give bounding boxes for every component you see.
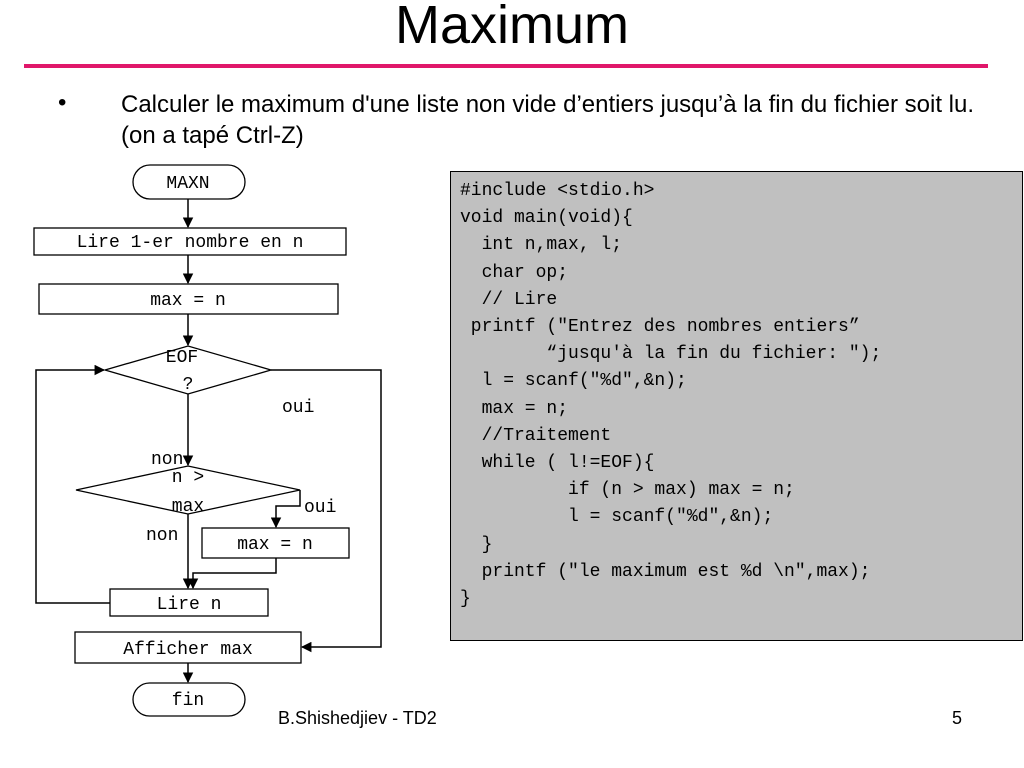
code-panel xyxy=(450,171,1023,641)
init-max-box xyxy=(38,283,339,315)
code-line: int n,max, l; xyxy=(460,235,623,256)
title-underline xyxy=(24,64,988,68)
read-n-label: Lire n xyxy=(157,595,222,615)
connector-update-read xyxy=(187,558,277,590)
compare-label-line2: max xyxy=(172,497,204,517)
compare-label-line1: n > xyxy=(172,468,204,488)
code-listing: #include <stdio.h> void main(void){ int … xyxy=(460,178,881,613)
connector-compare-yes xyxy=(270,490,301,529)
code-line: “jusqu'à la fin du fichier: "); xyxy=(460,344,882,365)
code-line: //Traitement xyxy=(460,425,612,446)
footer-author: B.Shishedjiev - TD2 xyxy=(278,708,437,728)
page-number: 5 xyxy=(952,708,963,728)
problem-statement: Calculer le maximum d'une liste non vide… xyxy=(121,91,974,149)
code-line: void main(void){ xyxy=(460,208,633,229)
code-line: printf ("Entrez des nombres entiers” xyxy=(460,317,860,338)
code-line: #include <stdio.h> xyxy=(460,181,655,201)
code-line: while ( l!=EOF){ xyxy=(460,453,655,474)
code-line: max = n; xyxy=(460,398,569,419)
code-line: } xyxy=(460,534,493,555)
code-line: l = scanf("%d",&n); xyxy=(460,371,687,392)
compare-yes-label: oui xyxy=(304,498,336,518)
code-line: // Lire xyxy=(460,289,558,310)
code-line: printf ("le maximum est %d \n",max); xyxy=(460,561,871,582)
bullet-symbol: • xyxy=(58,89,67,116)
code-line: if (n > max) max = n; xyxy=(460,480,795,501)
eof-yes-label: oui xyxy=(282,398,314,418)
start-terminal xyxy=(132,164,246,200)
start-label: MAXN xyxy=(166,174,209,194)
connector-loop-back xyxy=(35,364,110,604)
eof-label-line1: EOF xyxy=(166,348,198,368)
connector-eof-yes xyxy=(271,369,382,653)
show-max-label: Afficher max xyxy=(123,640,253,660)
end-label: fin xyxy=(172,691,204,711)
code-line: l = scanf("%d",&n); xyxy=(460,507,774,528)
slide-title: Maximum xyxy=(394,0,629,55)
code-line: } xyxy=(460,589,471,610)
compare-no-label: non xyxy=(146,526,178,546)
code-line: char op; xyxy=(460,262,569,283)
eof-no-label: non xyxy=(151,450,183,470)
eof-label-line2: ? xyxy=(183,375,194,395)
read-first-label: Lire 1-er nombre en n xyxy=(77,233,304,253)
init-max-label: max = n xyxy=(150,291,226,311)
update-max-label: max = n xyxy=(237,535,313,555)
